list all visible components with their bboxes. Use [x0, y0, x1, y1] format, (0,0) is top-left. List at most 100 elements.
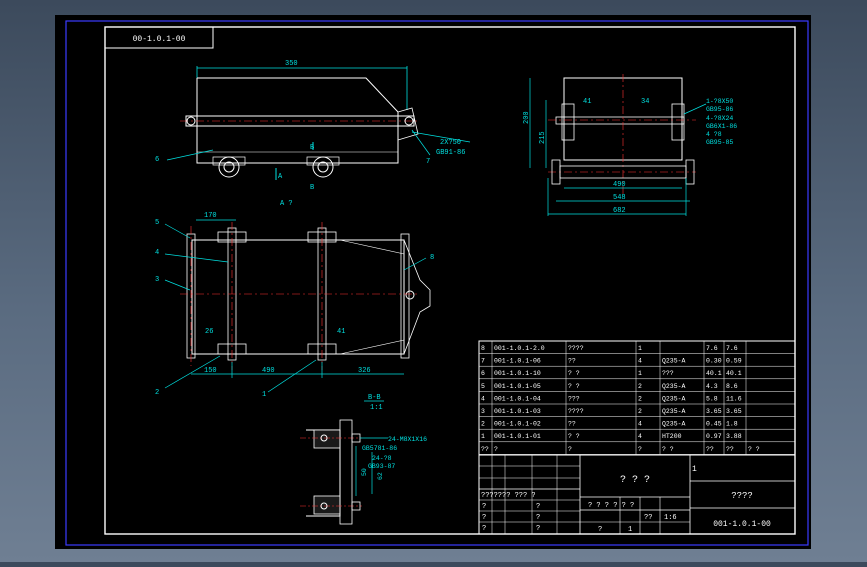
parts-cell-no: 3	[481, 408, 485, 415]
parts-cell-material: Q235-A	[662, 358, 686, 365]
end-note-1: 1-?8X50	[706, 98, 733, 105]
parts-cell-name: ????	[568, 345, 584, 352]
parts-header-qty: ?	[638, 446, 642, 453]
title-sheet-num-right: 1	[692, 465, 697, 474]
parts-cell-material: Q235-A	[662, 395, 686, 402]
end-note-5: 4 ?8	[706, 131, 722, 138]
detail-title: B-B	[368, 394, 381, 402]
parts-cell-unit: 40.1	[706, 370, 722, 377]
parts-header-name: ?	[568, 446, 572, 453]
parts-cell-no: 7	[481, 358, 485, 365]
title-center: ? ? ?	[620, 475, 650, 486]
parts-cell-code: 001-1.0.1-02	[494, 421, 541, 428]
detail-scale: 1:1	[370, 404, 383, 412]
drawing-code-box: 00-1.0.1-00	[105, 27, 214, 49]
plan-dim-bottom-2: 490	[262, 367, 275, 375]
end-dim-height-2: 215	[539, 131, 547, 144]
plan-view: 170 5 4 3 2 1 8 150 490	[155, 212, 434, 399]
plan-dim-top: 170	[204, 212, 217, 220]
parts-header-unit: ??	[706, 446, 714, 453]
parts-cell-no: 8	[481, 345, 485, 352]
parts-cell-qty: 2	[638, 395, 642, 402]
title-scale-label: ??	[644, 514, 652, 522]
detail-dim-2: 62	[377, 472, 384, 480]
drawing-number: 001-1.0.1-00	[713, 520, 771, 529]
title-small-1: ?	[482, 503, 486, 511]
parts-header-remark: ? ?	[748, 446, 760, 453]
title-small-3: ?	[482, 525, 486, 533]
parts-cell-code: 001-1.0.1-05	[494, 383, 541, 390]
parts-cell-qty: 2	[638, 383, 642, 390]
parts-cell-total: 7.6	[726, 345, 738, 352]
side-callout-6: 6	[155, 156, 159, 164]
parts-cell-total: 3.88	[726, 433, 742, 440]
parts-cell-total: 8.6	[726, 383, 738, 390]
parts-header-material: ? ?	[662, 446, 674, 453]
side-dim-length: 350	[285, 60, 298, 68]
parts-header-total: ??	[726, 446, 734, 453]
title-right: ????	[731, 491, 753, 501]
title-block: ??????? ??? ? ? ? ? ? ? ? ? ? ? ? ? ? ? …	[478, 454, 796, 535]
detail-bb: B-B 1:1 24-M8X1X16 GB5781-86 24-?8 GB93-…	[300, 394, 427, 525]
parts-cell-total: 40.1	[726, 370, 742, 377]
inner-frame	[104, 26, 796, 535]
parts-cell-total: 3.65	[726, 408, 742, 415]
side-pin-spec-1: 2X?50	[440, 139, 461, 147]
parts-cell-no: 2	[481, 421, 485, 428]
parts-cell-material: ???	[662, 370, 674, 377]
plan-callout-3: 3	[155, 276, 159, 284]
side-section-b-bottom: B	[310, 184, 314, 192]
plan-dim-inner-left: 26	[205, 328, 213, 336]
parts-header-no: ??	[481, 446, 489, 453]
parts-cell-unit: 4.3	[706, 383, 718, 390]
parts-cell-code: 001-1.0.1-2.0	[494, 345, 545, 352]
end-dim-height-1: 200	[523, 111, 531, 124]
outer-frame	[65, 20, 809, 546]
detail-note-4: GB93-87	[368, 463, 395, 470]
parts-cell-code: 001-1.0.1-06	[494, 358, 541, 365]
plan-callout-8: 8	[430, 254, 434, 262]
parts-cell-code: 001-1.0.1-01	[494, 433, 541, 440]
title-mid-row: ? ? ? ? ? ?	[588, 502, 634, 510]
title-scale-value: 1:6	[664, 514, 677, 522]
plan-dim-bottom-3: 326	[358, 367, 371, 375]
parts-cell-code: 001-1.0.1-04	[494, 395, 541, 402]
parts-cell-name: ??	[568, 358, 576, 365]
parts-cell-material: HT200	[662, 433, 682, 440]
parts-cell-qty: 4	[638, 421, 642, 428]
parts-cell-no: 1	[481, 433, 485, 440]
side-section-a: A	[278, 173, 283, 181]
parts-cell-qty: 4	[638, 358, 642, 365]
end-note-6: GB95-85	[706, 139, 733, 146]
title-small-4: ?	[536, 503, 540, 511]
parts-cell-name: ???	[568, 395, 580, 402]
title-label-left: ??????? ??? ?	[481, 492, 536, 500]
parts-cell-name: ? ?	[568, 383, 580, 390]
parts-cell-unit: 0.45	[706, 421, 722, 428]
plan-dim-bottom-1: 150	[204, 367, 217, 375]
end-note-2: GB95-86	[706, 106, 733, 113]
side-view: 350 6 7 2X?50 GB91-86 B B A A ?	[155, 60, 471, 208]
drawing-code-text: 00-1.0.1-00	[133, 35, 186, 44]
parts-cell-name: ????	[568, 408, 584, 415]
parts-cell-qty: 2	[638, 408, 642, 415]
parts-cell-material: Q235-A	[662, 421, 686, 428]
side-view-label: A ?	[280, 200, 293, 208]
side-section-b-top: B	[310, 144, 314, 152]
parts-cell-material: Q235-A	[662, 383, 686, 390]
parts-cell-no: 5	[481, 383, 485, 390]
parts-cell-qty: 1	[638, 370, 642, 377]
parts-cell-name: ??	[568, 421, 576, 428]
parts-header-code: ?	[494, 446, 498, 453]
parts-cell-unit: 5.8	[706, 395, 718, 402]
title-small-2: ?	[482, 514, 486, 522]
parts-cell-unit: 0.30	[706, 358, 722, 365]
end-dim-width-2: 548	[613, 194, 626, 202]
end-dim-gap-left: 41	[583, 98, 591, 106]
end-dim-gap-right: 34	[641, 98, 649, 106]
detail-note-3: 24-?8	[372, 455, 392, 462]
detail-dim-1: 50	[361, 468, 368, 476]
drawing-sheet	[55, 15, 811, 549]
